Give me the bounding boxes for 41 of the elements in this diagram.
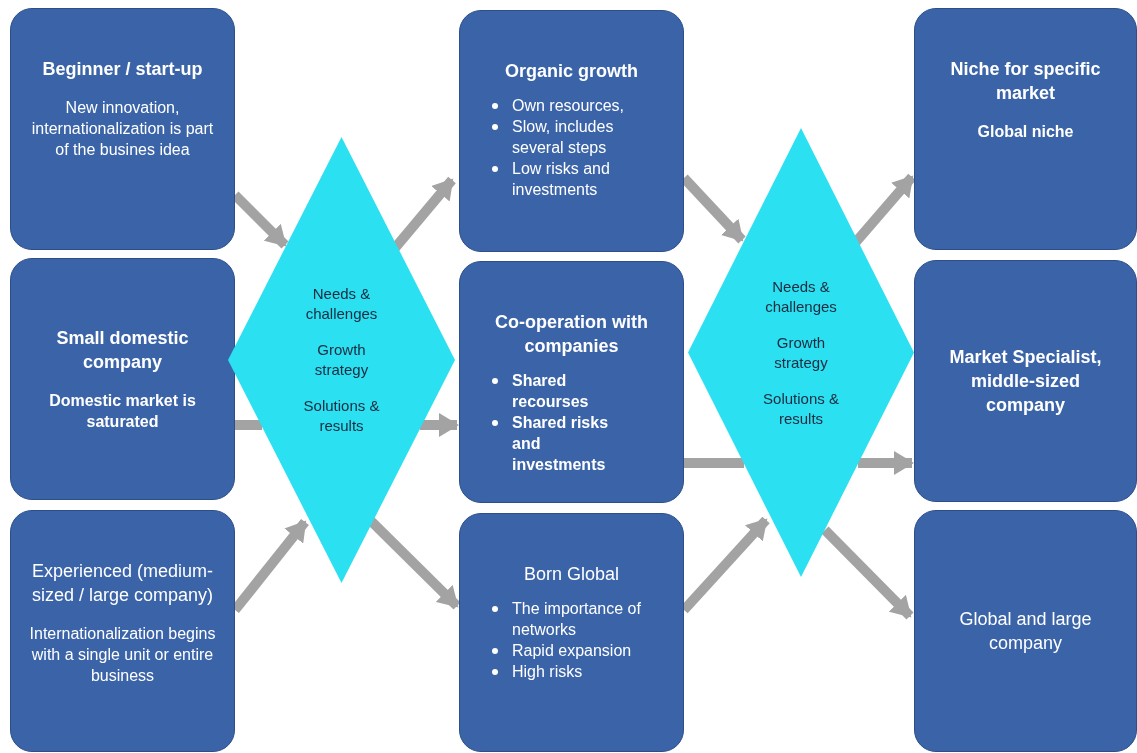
bullet-item: Shared risks and investments	[488, 412, 618, 475]
process-box	[459, 10, 684, 252]
bullet-item: Own resources,	[488, 95, 625, 116]
process-box	[10, 8, 235, 250]
diamond-text: Growth strategy	[773, 332, 829, 373]
process-box	[914, 260, 1137, 502]
diamond-text: Growth strategy	[313, 340, 370, 380]
process-box	[10, 258, 235, 500]
arrow	[821, 526, 914, 620]
diamond-text: Solutions & results	[762, 388, 840, 429]
process-box	[459, 261, 684, 503]
box-text: New innovation, internationalization is part of the busines idea	[30, 98, 215, 160]
process-box	[459, 513, 684, 752]
bullet-item: Slow, includes several steps	[488, 116, 663, 158]
diamond-text: Needs & challenges	[304, 284, 379, 324]
diamond-text: Needs & challenges	[764, 276, 838, 317]
box-heading: Co-operation with companies	[494, 311, 649, 358]
bullet-item: The importance of networks	[488, 598, 663, 640]
bullet-item: High risks	[488, 661, 583, 682]
box-heading: Niche for specific market	[949, 58, 1102, 105]
box-heading: Beginner / start-up	[42, 58, 203, 81]
box-heading: Global and large company	[958, 608, 1093, 655]
box-text: Global niche	[977, 122, 1074, 142]
arrow	[420, 413, 459, 437]
box-heading: Market Specialist, middle-sized company	[948, 346, 1103, 417]
bullet-item: Rapid expansion	[488, 640, 632, 661]
box-heading: Experienced (medium-sized / large company)	[30, 560, 215, 607]
box-heading: Born Global	[523, 563, 620, 586]
bullet-item: Shared recourses	[488, 370, 618, 412]
decision-diamond	[228, 137, 455, 583]
box-heading: Small domestic company	[55, 327, 190, 374]
box-heading: Organic growth	[505, 60, 638, 83]
process-box	[914, 8, 1137, 250]
arrow	[858, 451, 914, 475]
process-box	[914, 510, 1137, 752]
diamond-text: Solutions & results	[302, 396, 381, 436]
process-box	[10, 510, 235, 752]
box-text: Internationalization begins with a single unit or entire business	[28, 624, 217, 686]
bullet-item: Low risks and investments	[488, 158, 663, 200]
box-text: Domestic market is saturated	[48, 391, 197, 432]
decision-diamond	[688, 128, 914, 577]
